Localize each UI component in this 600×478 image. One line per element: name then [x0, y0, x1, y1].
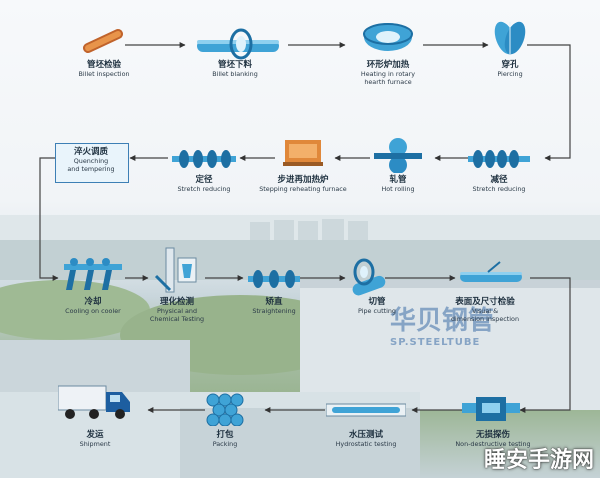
hot-rolling-icon: [374, 138, 422, 173]
packing-icon: [206, 393, 244, 426]
quenching-box: [55, 143, 129, 183]
billet-icon: [83, 29, 123, 53]
watermark: 睡安手游网: [483, 448, 594, 473]
straightening-icon: [248, 270, 300, 288]
building-sign: 华贝钢管 SP.STEELTUBE: [390, 306, 495, 348]
pipe-saw-icon: [197, 28, 279, 60]
cooler-icon: [64, 258, 122, 290]
stretch-reducing-icon: [468, 150, 530, 168]
rotary-furnace-icon: [363, 23, 413, 51]
piercing-icon: [494, 21, 526, 55]
sizing-icon: [172, 150, 236, 168]
reheating-furnace-icon: [283, 140, 323, 166]
lab-testing-icon: [154, 247, 197, 293]
pipe-cutting-icon: [352, 258, 386, 296]
visual-inspection-icon: [460, 261, 522, 282]
truck-icon: [58, 385, 130, 419]
hydrostatic-icon: [326, 403, 406, 417]
ndt-icon: [462, 397, 520, 421]
